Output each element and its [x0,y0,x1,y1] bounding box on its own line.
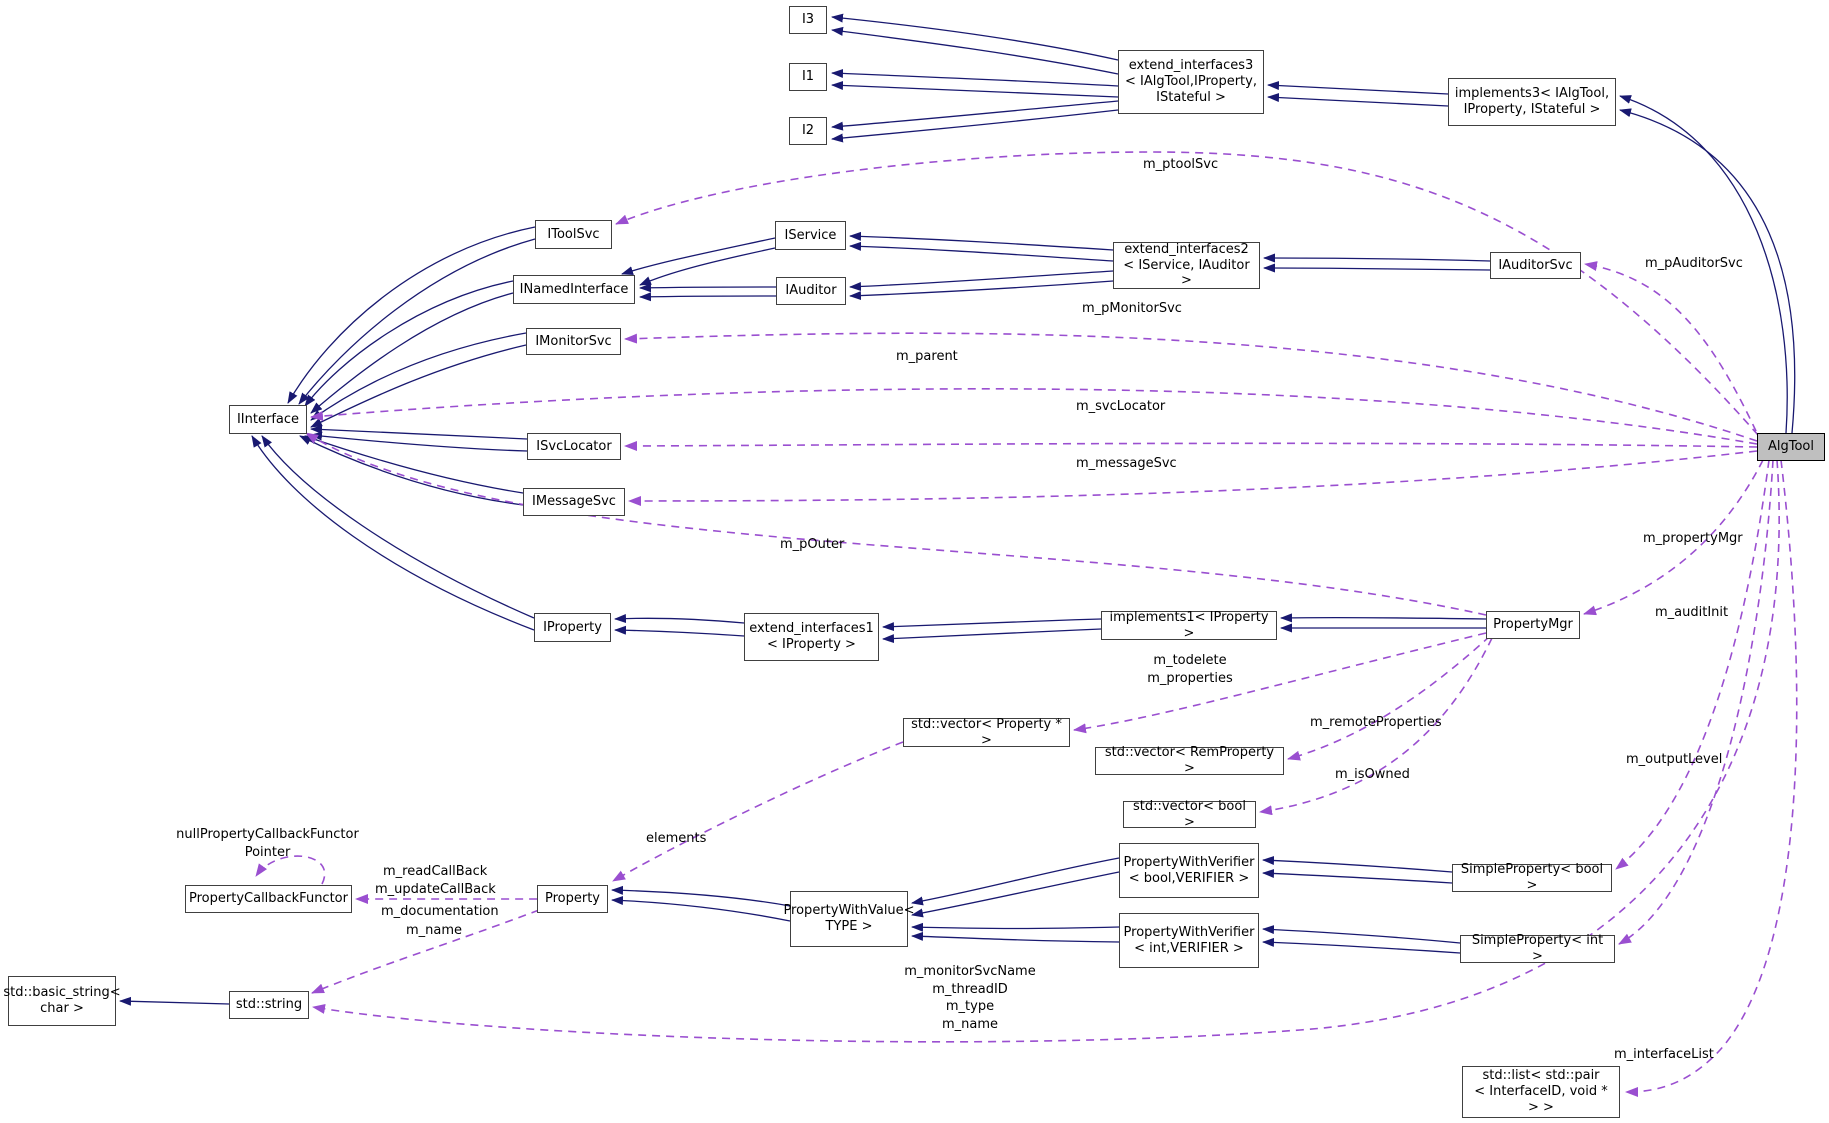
class-node-implements1[interactable]: implements1< IProperty > [1101,610,1277,641]
class-node-inamedinterface[interactable]: INamedInterface [513,275,635,304]
inheritance-edges [119,13,1796,1006]
edge-label-m-interfacelist: m_interfaceList [1614,1047,1714,1062]
class-node-vector-bool[interactable]: std::vector< bool > [1123,799,1256,830]
class-node-basic-string[interactable]: std::basic_string< char > [3,976,121,1026]
class-node-propertycallbackfunctor[interactable]: PropertyCallbackFunctor [185,885,352,913]
class-node-propertywithverifier-int[interactable]: PropertyWithVerifier < int,VERIFIER > [1119,913,1259,968]
class-node-propertymgr[interactable]: PropertyMgr [1486,611,1580,639]
class-node-extend-interfaces1[interactable]: extend_interfaces1 < IProperty > [744,613,879,661]
edge-label-nullpropertycallbackfunctor-pointer: nullPropertyCallbackFunctor Pointer [176,827,359,860]
edge-label-m-ptoolsvc: m_ptoolSvc [1143,157,1219,172]
class-node-imonitorsvc[interactable]: IMonitorSvc [526,328,621,355]
class-node-std-string[interactable]: std::string [229,991,309,1019]
class-node-i2[interactable]: I2 [789,117,827,145]
class-node-implements3[interactable]: implements3< IAlgTool, IProperty, IState… [1448,78,1616,126]
edge-label-m-documentation: m_documentation [381,904,499,919]
edge-label-m-parent: m_parent [896,349,958,364]
edge-label-m-isowned: m_isOwned [1335,767,1410,782]
class-node-itoolsvc[interactable]: IToolSvc [535,220,612,249]
edge-label-m-remoteproperties: m_remoteProperties [1310,715,1442,730]
edge-label-m-name: m_name [406,923,463,938]
class-node-i1[interactable]: I1 [789,63,827,91]
class-node-propertywithverifier-bool[interactable]: PropertyWithVerifier < bool,VERIFIER > [1119,843,1259,898]
edge-label-m-pmonitorsvc: m_pMonitorSvc [1082,301,1182,316]
class-node-isvclocator[interactable]: ISvcLocator [527,433,621,460]
usage-edges [255,151,1798,1097]
class-node-algtool-current: AlgTool [1757,433,1825,461]
class-node-std-list-interfaceid[interactable]: std::list< std::pair < InterfaceID, void… [1462,1066,1620,1118]
class-node-simpleproperty-bool[interactable]: SimpleProperty< bool > [1452,862,1612,893]
class-node-iauditor[interactable]: IAuditor [776,277,846,305]
edge-label-m-pouter: m_pOuter [780,537,845,552]
edge-label-string-members: m_monitorSvcName m_threadID m_type m_nam… [904,964,1036,1032]
edge-label-m-pauditorsvc: m_pAuditorSvc [1645,256,1743,271]
class-node-iinterface[interactable]: IInterface [229,405,307,434]
class-node-iservice[interactable]: IService [775,221,846,250]
edge-label-m-svclocator: m_svcLocator [1076,399,1166,414]
class-node-property[interactable]: Property [537,885,608,913]
edge-label-m-auditinit: m_auditInit [1655,605,1729,620]
class-node-iproperty[interactable]: IProperty [534,613,611,642]
edge-label-m-outputlevel: m_outputLevel [1626,752,1723,767]
class-node-vector-property-ptr[interactable]: std::vector< Property * > [903,717,1070,748]
class-node-iauditorsvc[interactable]: IAuditorSvc [1490,252,1581,279]
edge-label-m-updatecallback: m_updateCallBack [375,882,496,897]
edge-label-m-propertymgr: m_propertyMgr [1643,531,1743,546]
class-node-simpleproperty-int[interactable]: SimpleProperty< int > [1460,933,1615,964]
class-node-extend-interfaces2[interactable]: extend_interfaces2 < IService, IAuditor … [1113,242,1260,289]
edge-label-m-messagesvc: m_messageSvc [1076,456,1177,471]
edge-label-elements: elements [646,831,707,846]
class-node-vector-remproperty[interactable]: std::vector< RemProperty > [1095,745,1284,776]
class-node-i3[interactable]: I3 [789,6,827,34]
class-node-propertywithvalue[interactable]: PropertyWithValue< TYPE > [783,891,915,947]
class-node-extend-interfaces3[interactable]: extend_interfaces3 < IAlgTool,IProperty,… [1118,50,1264,114]
edge-label-m-readcallback: m_readCallBack [383,864,488,879]
class-node-imessagesvc[interactable]: IMessageSvc [523,488,625,516]
edge-label-m-todelete-m-properties: m_todelete m_properties [1147,653,1233,686]
